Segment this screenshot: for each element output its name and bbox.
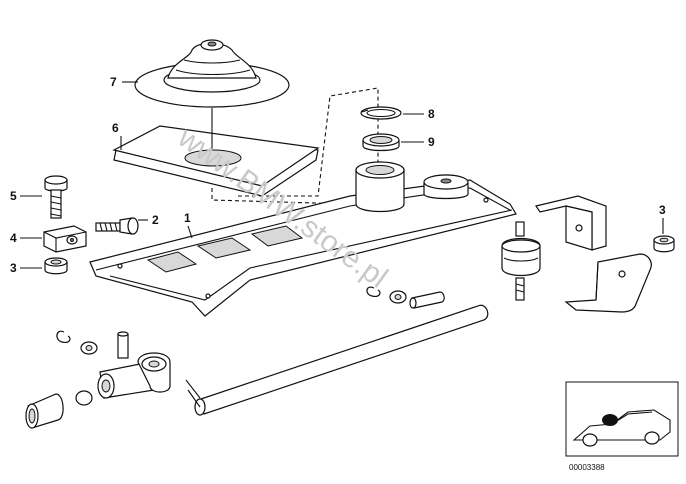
coupling-sleeve xyxy=(25,393,64,429)
circlip-part-8 xyxy=(360,106,402,120)
callout-7: 7 xyxy=(110,75,138,89)
callout-label: 5 xyxy=(10,189,17,203)
callout-4: 4 xyxy=(10,231,42,245)
nut-part-3-right xyxy=(653,235,675,253)
block-part-4 xyxy=(43,225,87,253)
bracket-lower xyxy=(564,253,652,313)
coupling-clip xyxy=(56,330,71,343)
coupling-pin xyxy=(117,331,129,359)
callout-label: 4 xyxy=(10,231,17,245)
car-location-inset: 00003388 xyxy=(565,381,679,472)
callout-label: 8 xyxy=(428,107,435,121)
diagram-id-caption: 00003388 xyxy=(569,463,605,472)
callout-label: 3 xyxy=(659,203,666,217)
coupling-ball xyxy=(75,390,93,406)
callout-5: 5 xyxy=(10,189,42,203)
nut-part-3-left xyxy=(44,257,68,275)
bushing-part-9 xyxy=(362,133,400,152)
callout-label: 9 xyxy=(428,135,435,149)
location-marker-icon xyxy=(602,414,618,426)
callout-6: 6 xyxy=(112,121,122,150)
rod-clip xyxy=(366,286,381,297)
callout-3-right: 3 xyxy=(659,203,666,234)
callout-1: 1 xyxy=(184,211,193,239)
callout-label: 3 xyxy=(10,261,17,275)
bolt-part-5 xyxy=(44,175,68,219)
callout-9: 9 xyxy=(401,135,435,149)
bracket-upper xyxy=(535,195,607,251)
rod-pin xyxy=(409,291,445,309)
callout-3-left: 3 xyxy=(10,261,42,275)
callout-2: 2 xyxy=(138,213,159,227)
callout-label: 1 xyxy=(184,211,191,225)
selector-rod xyxy=(185,304,489,416)
callout-label: 2 xyxy=(152,213,159,227)
plate-part-6 xyxy=(112,108,320,197)
callout-8: 8 xyxy=(403,107,435,121)
housing-part-1 xyxy=(89,161,517,317)
rod-washer xyxy=(389,290,407,304)
callout-label: 6 xyxy=(112,121,119,135)
coupling-washer xyxy=(80,341,98,355)
callout-label: 7 xyxy=(110,75,117,89)
boot-part-7 xyxy=(134,39,290,108)
screw-part-2 xyxy=(95,217,139,235)
damper-mount xyxy=(501,221,541,301)
coupling-joint xyxy=(97,352,171,399)
